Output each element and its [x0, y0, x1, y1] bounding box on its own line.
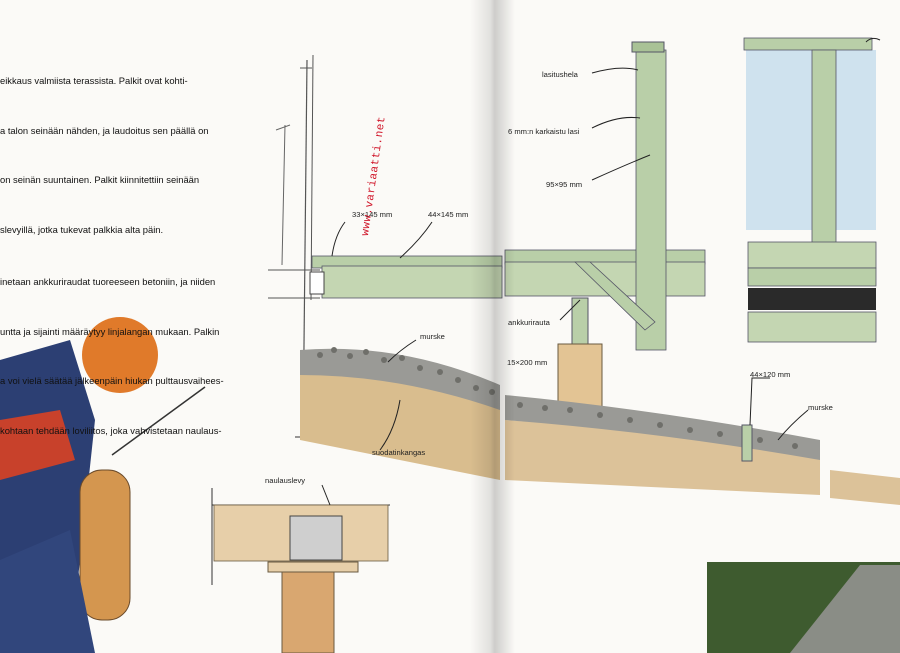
label-dim-44x120: 44×120 mm	[750, 370, 791, 379]
post-and-frame-elevation	[504, 41, 706, 417]
book-gutter	[470, 0, 515, 653]
anchor-line: a voi vielä säätää jälkeenpäin hiukan pu…	[0, 375, 224, 386]
label-ankkurirauta: ankkurirauta	[508, 318, 550, 327]
intro-line: on seinän suuntainen. Palkit kiinnitetti…	[0, 174, 200, 185]
label-suodatinkangas: suodatinkangas	[372, 448, 426, 457]
wall-panel-right	[743, 37, 877, 343]
anchor-paragraph: inetaan ankkuriraudat tuoreeseen betonii…	[0, 241, 224, 472]
anchor-line: untta ja sijainti määräytyy linjalangan …	[0, 325, 220, 337]
label-naulauslevy: naulauslevy	[265, 476, 306, 485]
label-dim-44x145: 44×145 mm	[428, 210, 469, 219]
anchor-line: kohtaan tehdään loviliitos, joka vahvist…	[0, 424, 222, 436]
label-lasitushela: lasitushela	[542, 70, 578, 79]
label-dim-33x145: 33×145 mm	[352, 210, 393, 219]
leader-lines	[321, 37, 881, 506]
label-dim-200: 15×200 mm	[507, 358, 548, 367]
worker-figure	[0, 317, 206, 653]
nail-plate-detail	[211, 488, 390, 653]
label-murske-right: murske	[808, 403, 833, 412]
label-dim-95x95: 95×95 mm	[546, 180, 583, 189]
label-lasi: 6 mm:n karkaistu lasi	[508, 127, 580, 136]
beam-left	[309, 255, 503, 299]
label-murske-left: murske	[420, 332, 445, 341]
photo-corner	[707, 562, 900, 653]
intro-line: a talon seinään nähden, ja laudoitus sen…	[0, 124, 209, 136]
ground-section-left	[295, 347, 500, 480]
intro-paragraph: eikkaus valmiista terassista. Palkit ova…	[0, 40, 209, 271]
anchor-line: inetaan ankkuriraudat tuoreeseen betonii…	[0, 276, 216, 287]
intro-line: slevyillä, jotka tukevat palkkia alta pä…	[0, 223, 164, 235]
ground-section-right	[505, 395, 900, 505]
intro-line: eikkaus valmiista terassista. Palkit ova…	[0, 75, 188, 86]
